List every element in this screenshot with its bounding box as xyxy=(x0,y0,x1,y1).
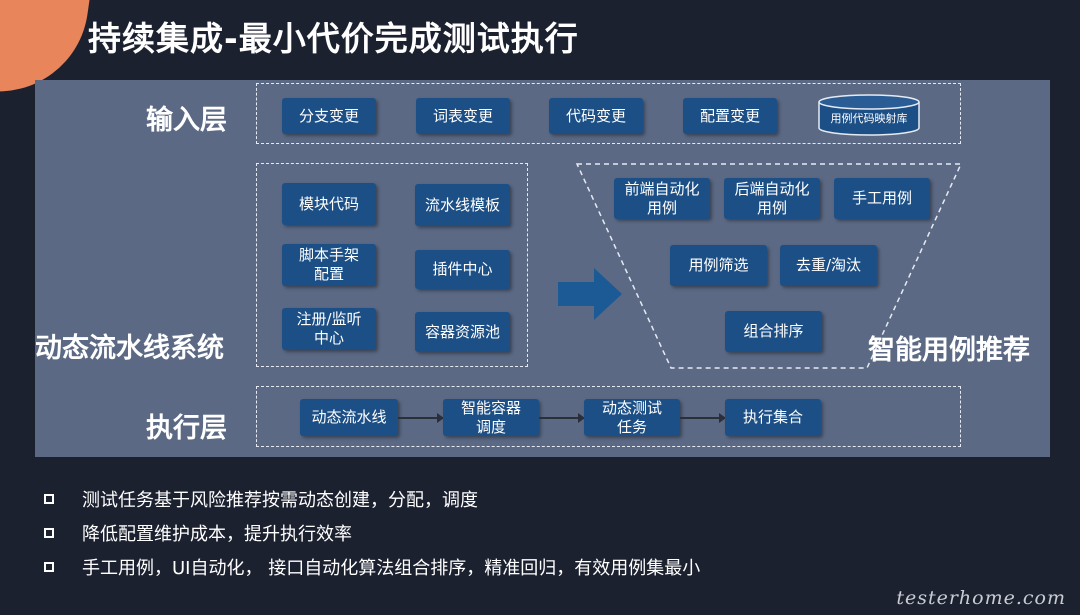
input-layer-frame xyxy=(256,83,961,144)
module-code-box: 模块代码 xyxy=(282,183,376,225)
smart-recommend-label: 智能用例推荐 xyxy=(868,335,1030,366)
case-filter-box: 用例筛选 xyxy=(670,245,767,286)
flow-connector-2 xyxy=(539,413,585,423)
combination-sort-box: 组合排序 xyxy=(725,311,822,352)
database-icon xyxy=(818,94,920,136)
bullet-item: 手工用例，UI自动化， 接口自动化算法组合排序，精准回归，有效用例集最小 xyxy=(44,550,700,584)
square-bullet-icon xyxy=(44,562,54,572)
diagram-panel xyxy=(35,80,1050,457)
watermark: testerhome.com xyxy=(896,587,1066,609)
bullet-text: 手工用例，UI自动化， 接口自动化算法组合排序，精准回归，有效用例集最小 xyxy=(82,558,701,579)
dynamic-test-task-box: 动态测试 任务 xyxy=(584,399,680,436)
bullet-item: 测试任务基于风险推荐按需动态创建，分配，调度 xyxy=(44,482,700,516)
plugin-center-box: 插件中心 xyxy=(415,250,510,289)
config-change-box: 配置变更 xyxy=(683,98,777,134)
pipeline-system-label: 动态流水线系统 xyxy=(35,333,224,364)
execute-layer-label: 执行层 xyxy=(146,413,227,444)
vocab-change-box: 词表变更 xyxy=(416,98,510,134)
recommend-funnel-frame xyxy=(575,163,963,369)
input-layer-label: 输入层 xyxy=(146,105,227,136)
frontend-automation-case-box: 前端自动化 用例 xyxy=(614,178,710,219)
backend-automation-case-box: 后端自动化 用例 xyxy=(724,178,820,219)
bullet-list: 测试任务基于风险推荐按需动态创建，分配，调度 降低配置维护成本，提升执行效率 手… xyxy=(44,482,700,584)
flow-connector-1 xyxy=(398,413,444,423)
script-scaffold-config-box: 脚本手架 配置 xyxy=(282,244,376,286)
pipeline-frame xyxy=(256,163,528,367)
smart-container-schedule-box: 智能容器 调度 xyxy=(443,399,539,436)
execute-layer-frame xyxy=(256,386,961,447)
pipeline-template-box: 流水线模板 xyxy=(415,184,510,226)
bullet-text: 测试任务基于风险推荐按需动态创建，分配，调度 xyxy=(82,490,478,511)
manual-case-box: 手工用例 xyxy=(834,178,930,219)
square-bullet-icon xyxy=(44,494,54,504)
register-listen-center-box: 注册/监听 中心 xyxy=(282,308,376,350)
page-title: 持续集成-最小代价完成测试执行 xyxy=(88,19,579,58)
execution-set-box: 执行集合 xyxy=(725,399,821,436)
flow-connector-3 xyxy=(680,413,726,423)
bullet-item: 降低配置维护成本，提升执行效率 xyxy=(44,516,700,550)
case-code-mapping-db-label: 用例代码映射库 xyxy=(830,112,908,125)
bullet-text: 降低配置维护成本，提升执行效率 xyxy=(82,524,352,545)
container-pool-box: 容器资源池 xyxy=(415,312,510,352)
square-bullet-icon xyxy=(44,528,54,538)
dedup-eliminate-box: 去重/淘汰 xyxy=(780,245,877,286)
dynamic-pipeline-box: 动态流水线 xyxy=(300,399,398,436)
right-arrow-icon xyxy=(558,268,622,320)
code-change-box: 代码变更 xyxy=(549,98,643,134)
branch-change-box: 分支变更 xyxy=(282,98,376,134)
